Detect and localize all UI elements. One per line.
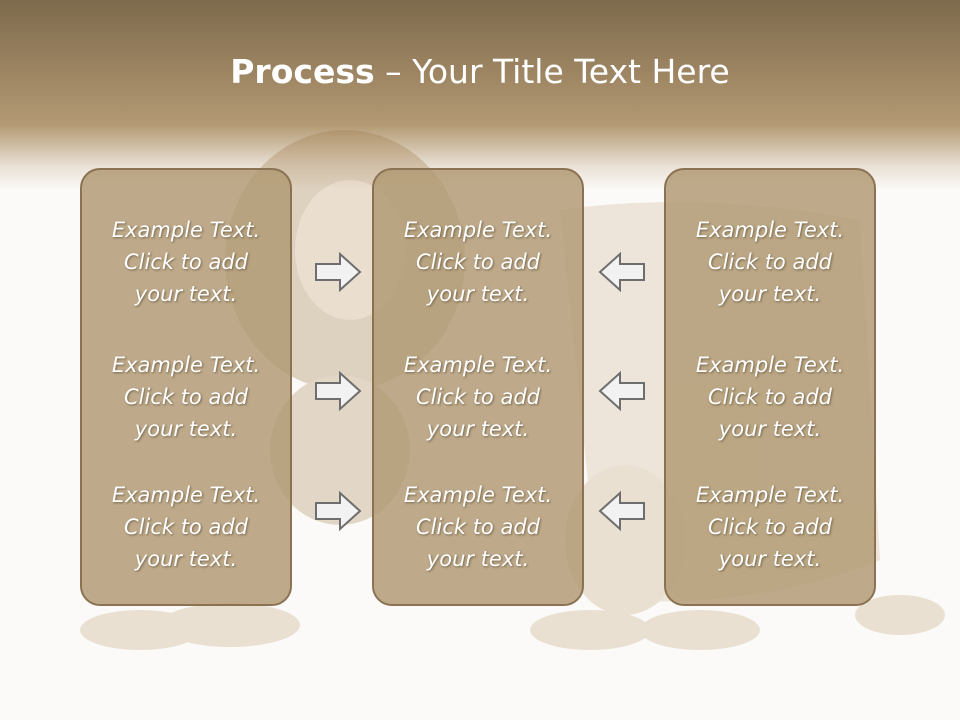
text-line: Example Text. [111, 353, 261, 377]
text-line: Click to add [415, 385, 540, 409]
text-line: Click to add [415, 515, 540, 539]
text-line: Click to add [707, 250, 832, 274]
header-band [0, 0, 960, 190]
arrow-left-icon[interactable] [598, 370, 646, 412]
title-bold: Process [230, 52, 375, 91]
text-placeholder[interactable]: Example Text. Click to add your text. [666, 214, 874, 310]
text-line: your text. [134, 547, 238, 571]
text-line: Example Text. [111, 483, 261, 507]
text-line: your text. [718, 547, 822, 571]
text-placeholder[interactable]: Example Text. Click to add your text. [82, 479, 290, 575]
text-line: Click to add [707, 385, 832, 409]
text-placeholder[interactable]: Example Text. Click to add your text. [82, 349, 290, 445]
text-placeholder[interactable]: Example Text. Click to add your text. [666, 349, 874, 445]
text-line: Example Text. [695, 353, 845, 377]
text-line: Example Text. [403, 353, 553, 377]
text-line: Example Text. [111, 218, 261, 242]
slide-title[interactable]: Process – Your Title Text Here [0, 52, 960, 91]
process-box-right[interactable]: Example Text. Click to add your text. Ex… [664, 168, 876, 606]
process-box-left[interactable]: Example Text. Click to add your text. Ex… [80, 168, 292, 606]
arrow-right-icon[interactable] [314, 370, 362, 412]
text-line: Click to add [123, 515, 248, 539]
text-placeholder[interactable]: Example Text. Click to add your text. [374, 479, 582, 575]
text-line: your text. [718, 417, 822, 441]
text-line: Example Text. [403, 483, 553, 507]
arrow-left-icon[interactable] [598, 490, 646, 532]
text-line: Example Text. [695, 218, 845, 242]
arrow-right-icon[interactable] [314, 251, 362, 293]
text-placeholder[interactable]: Example Text. Click to add your text. [666, 479, 874, 575]
text-line: Click to add [123, 385, 248, 409]
text-line: your text. [134, 282, 238, 306]
arrow-left-icon[interactable] [598, 251, 646, 293]
arrow-right-icon[interactable] [314, 490, 362, 532]
text-line: Click to add [707, 515, 832, 539]
text-line: Click to add [123, 250, 248, 274]
text-line: Click to add [415, 250, 540, 274]
text-line: your text. [718, 282, 822, 306]
text-placeholder[interactable]: Example Text. Click to add your text. [82, 214, 290, 310]
text-line: Example Text. [695, 483, 845, 507]
text-line: Example Text. [403, 218, 553, 242]
process-box-center[interactable]: Example Text. Click to add your text. Ex… [372, 168, 584, 606]
text-line: your text. [134, 417, 238, 441]
text-line: your text. [426, 547, 530, 571]
text-placeholder[interactable]: Example Text. Click to add your text. [374, 349, 582, 445]
text-line: your text. [426, 282, 530, 306]
text-placeholder[interactable]: Example Text. Click to add your text. [374, 214, 582, 310]
text-line: your text. [426, 417, 530, 441]
title-rest: – Your Title Text Here [374, 52, 730, 91]
